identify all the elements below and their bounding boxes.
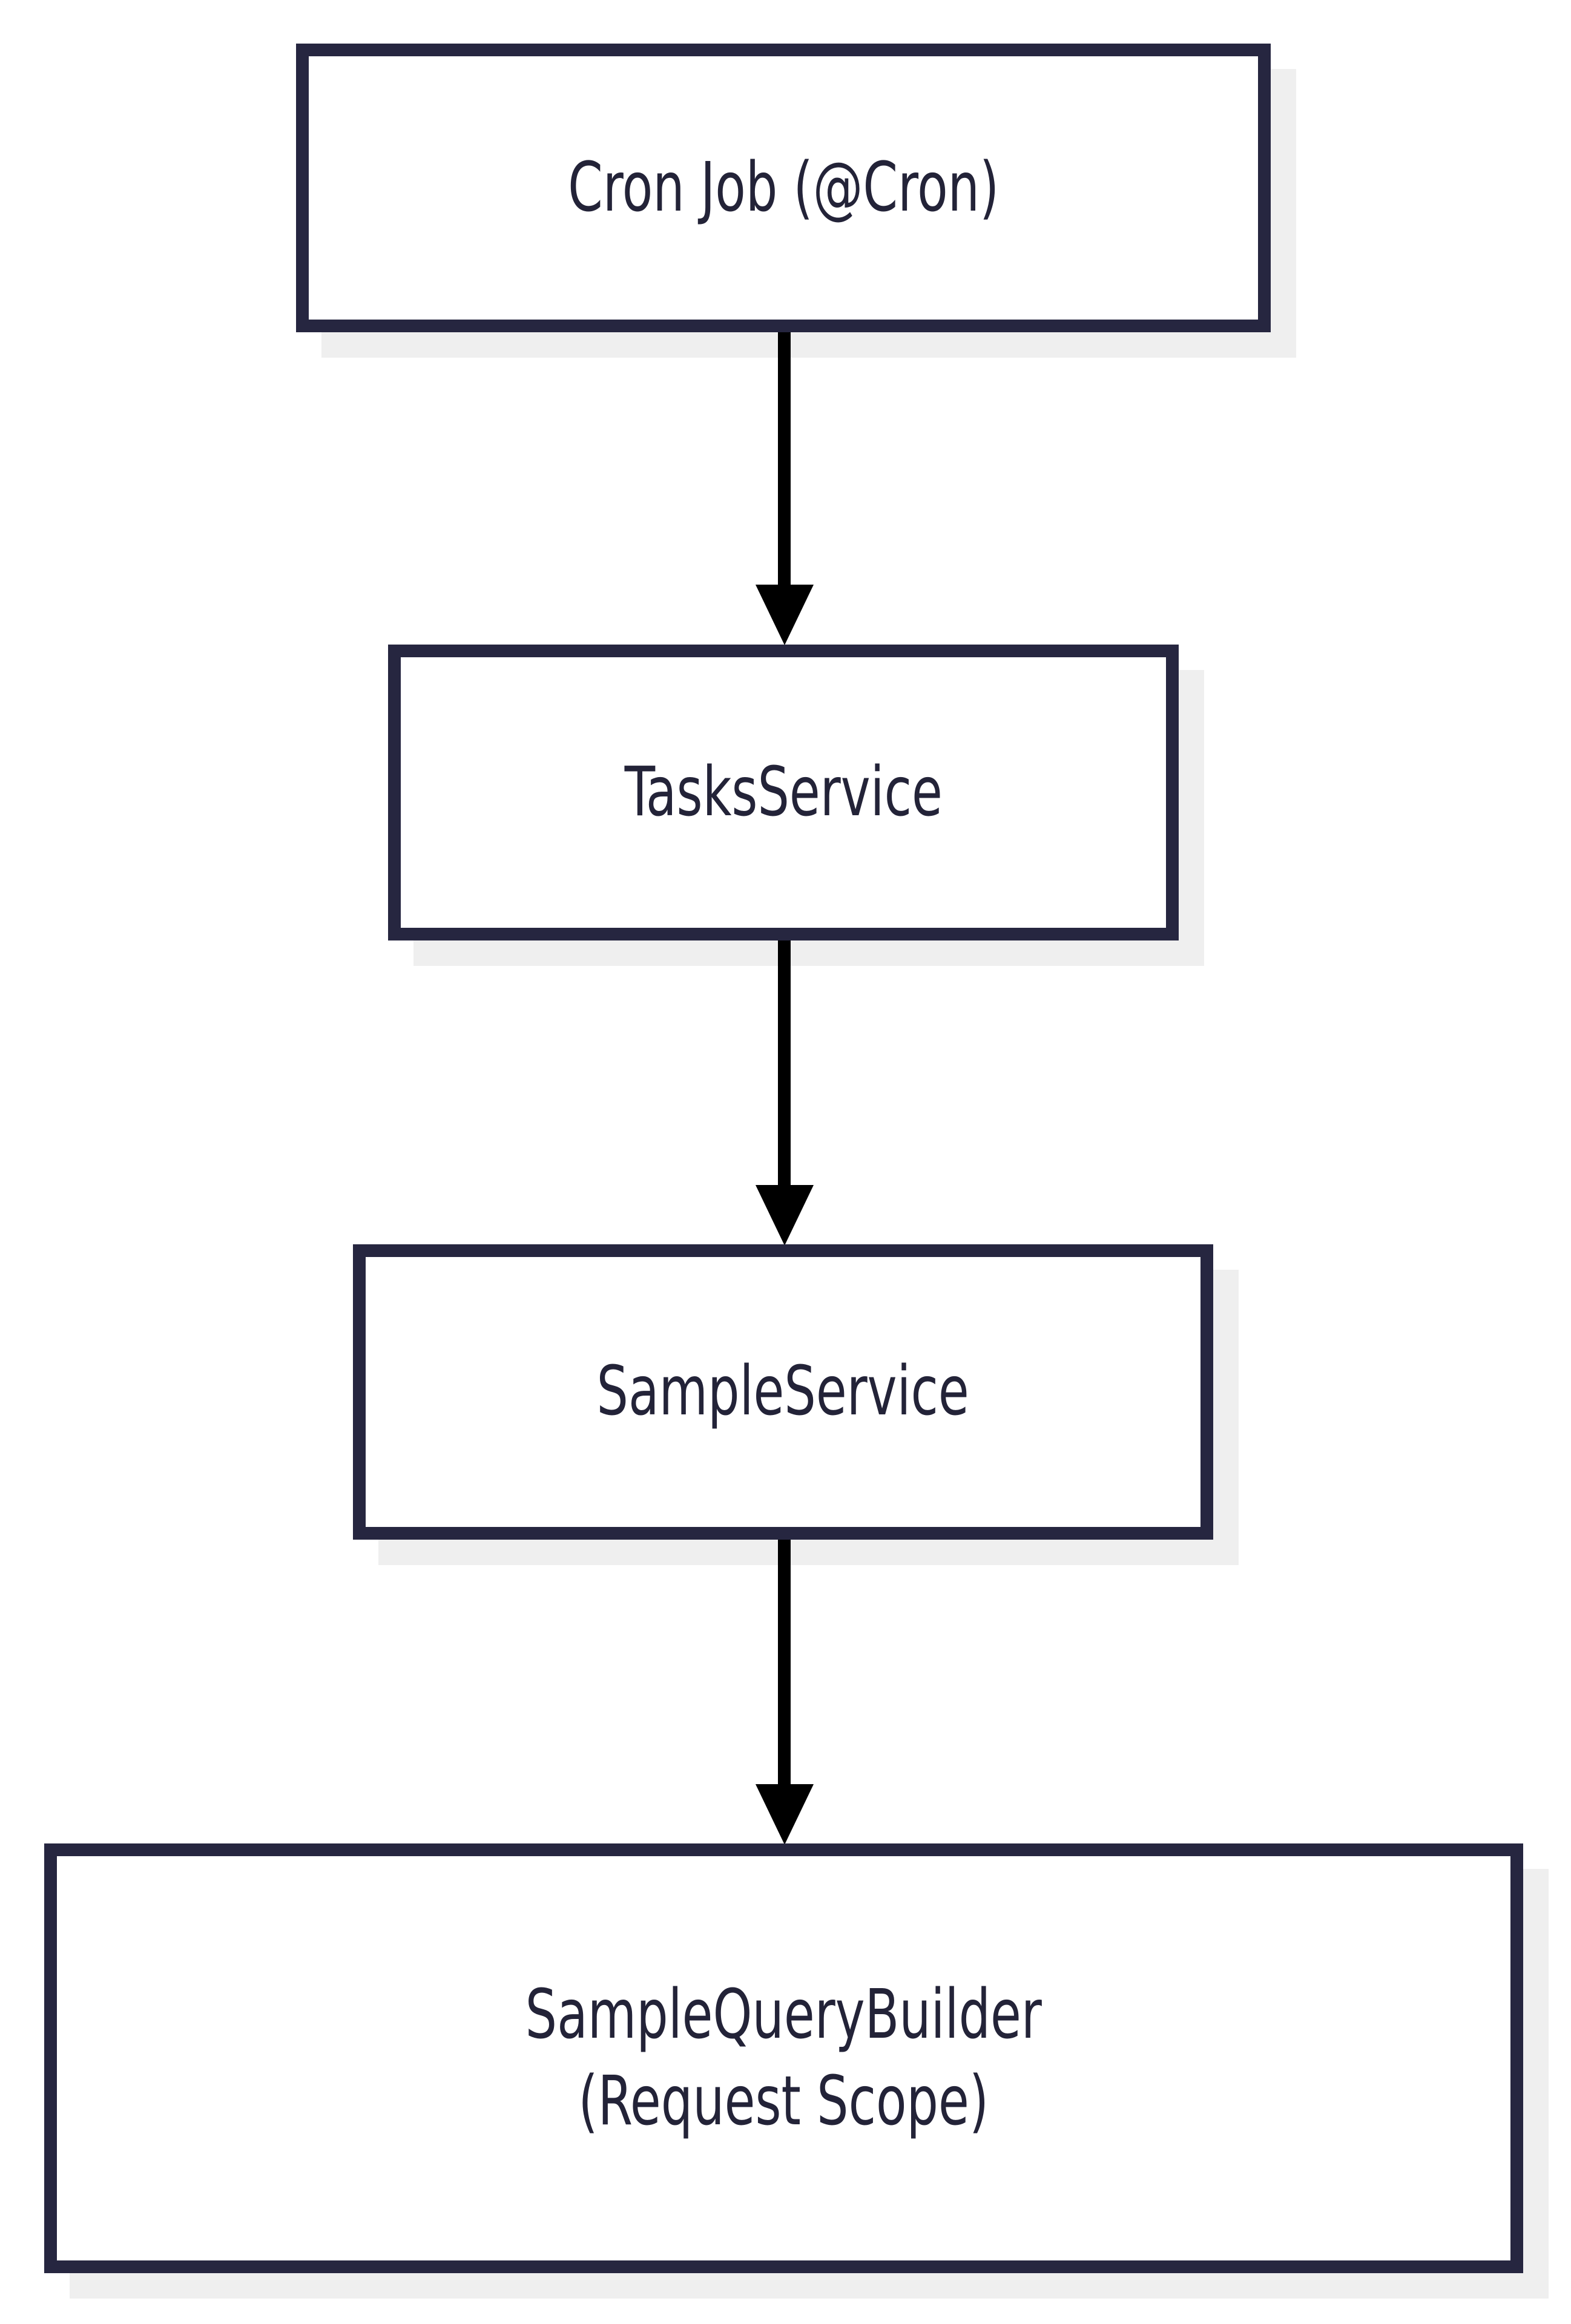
arrowhead-down-icon [756,585,814,645]
node-cron-job[interactable]: Cron Job (@Cron) [296,44,1271,332]
node-cron-job-label: Cron Job (@Cron) [567,148,1000,227]
edge-line [778,1534,791,1788]
node-sample-query-builder-label-line1: SampleQueryBuilder [525,1975,1042,2054]
arrowhead-down-icon [756,1185,814,1246]
edge-line [778,935,791,1189]
arrowhead-down-icon [756,1784,814,1845]
node-sample-query-builder[interactable]: SampleQueryBuilder (Request Scope) [44,1843,1523,2273]
edge-line [778,327,791,589]
node-sample-service[interactable]: SampleService [353,1244,1213,1540]
node-sample-query-builder-label-line2: (Request Scope) [578,2062,989,2141]
node-tasks-service-label: TasksService [624,752,943,832]
node-sample-service-label: SampleService [596,1352,970,1431]
node-tasks-service[interactable]: TasksService [388,645,1179,940]
